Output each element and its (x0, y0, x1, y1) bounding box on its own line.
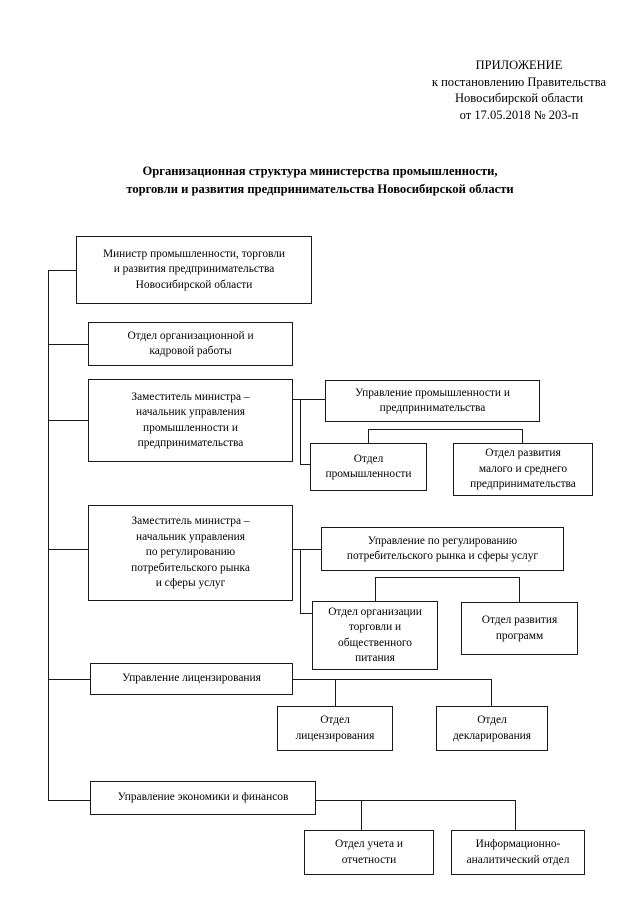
box-dir-industry-line-2: предпринимательства (379, 402, 486, 414)
box-minister-line-2: и развития предпринимательства (113, 263, 275, 276)
connector-drop-dept-sme (522, 429, 524, 443)
box-dept-accounting-line-1: Отдел учета и (334, 838, 404, 850)
connector-to-deputy-industry (48, 420, 88, 422)
box-dept-declaration-line-1: Отдел (477, 714, 507, 726)
box-dept-programs-line-2: программ (495, 629, 544, 642)
connector-drop-dept-licensing (335, 679, 337, 706)
box-deputy-market[interactable]: Заместитель министра – начальник управле… (88, 505, 293, 601)
header-line-4: от 17.05.2018 № 203-п (459, 107, 579, 122)
box-dept-industry[interactable]: Отдел промышленности (310, 443, 427, 491)
box-hr-dept[interactable]: Отдел организационной и кадровой работы (88, 322, 293, 366)
box-dept-sme-line-1: Отдел развития (485, 447, 561, 460)
box-dir-industry[interactable]: Управление промышленности и предпринимат… (325, 380, 540, 422)
connector-dir-market-bus (375, 577, 520, 579)
connector-deputy-market-spine (300, 549, 302, 614)
box-minister-line-3: Новосибирской области (135, 278, 253, 291)
connector-deputy-industry-spine (300, 399, 302, 465)
connector-drop-dept-industry (368, 429, 370, 443)
connector-drop-dept-trade (375, 577, 377, 602)
box-dept-declaration-line-2: декларирования (452, 729, 532, 742)
box-dir-economics[interactable]: Управление экономики и финансов (90, 781, 316, 815)
connector-dir-economics-bus (316, 800, 516, 802)
box-dir-licensing[interactable]: Управление лицензирования (90, 663, 293, 695)
box-dept-trade[interactable]: Отдел организации торговли и общественно… (312, 601, 438, 670)
box-deputy-industry-line-4: предпринимательства (137, 437, 244, 449)
box-dir-industry-line-1: Управление промышленности и (355, 386, 510, 399)
box-dir-market-line-2: потребительского рынка и сферы услуг (346, 550, 539, 562)
box-dept-infoanalytic-line-2: аналитический отдел (466, 853, 570, 866)
box-dept-licensing[interactable]: Отдел лицензирования (277, 706, 393, 751)
connector-to-dir-economics (48, 800, 90, 802)
box-dept-trade-line-3: общественного (338, 636, 412, 649)
box-dept-accounting[interactable]: Отдел учета и отчетности (304, 830, 434, 875)
document-header: ПРИЛОЖЕНИЕ к постановлению Правительства… (398, 57, 640, 123)
connector-drop-dept-infoanalytic (515, 800, 517, 830)
box-dept-sme-line-3: предпринимательства (470, 478, 576, 491)
box-dept-accounting-line-2: отчетности (341, 853, 397, 866)
box-dept-sme[interactable]: Отдел развития малого и среднего предпри… (453, 443, 593, 496)
connector-deputy-market-to-dept (300, 613, 312, 615)
box-dept-licensing-line-2: лицензирования (295, 729, 375, 742)
connector-drop-dept-programs (519, 577, 521, 602)
box-deputy-market-line-1: Заместитель министра – (131, 515, 250, 528)
connector-minister-stub (48, 270, 76, 272)
connector-dir-licensing-bus (293, 679, 492, 681)
box-hr-dept-line-1: Отдел организационной и (127, 329, 254, 342)
box-dept-sme-line-2: малого и среднего (478, 462, 568, 475)
box-dir-economics-line-1: Управление экономики и финансов (117, 791, 289, 804)
connector-to-hr-dept (48, 344, 88, 346)
box-dept-programs-line-1: Отдел развития (481, 614, 558, 626)
box-dir-market-line-1: Управление по регулированию (367, 534, 518, 547)
header-line-1: ПРИЛОЖЕНИЕ (475, 58, 563, 72)
box-dept-trade-line-1: Отдел организации (328, 605, 422, 618)
box-deputy-market-line-3: по регулированию (145, 546, 236, 559)
box-dir-market[interactable]: Управление по регулированию потребительс… (321, 527, 564, 571)
box-dir-licensing-line-1: Управление лицензирования (122, 672, 261, 685)
box-dept-trade-line-4: питания (355, 652, 395, 664)
page-title: Организационная структура министерства п… (70, 162, 570, 198)
box-deputy-market-line-2: начальник управления (136, 530, 245, 543)
header-line-2: к постановлению Правительства (431, 74, 607, 89)
box-minister-line-1: Министр промышленности, торговли (102, 247, 286, 260)
box-dept-infoanalytic-line-1: Информационно- (475, 838, 561, 850)
connector-dir-industry-bus (368, 429, 523, 431)
box-deputy-industry-line-3: промышленности и (143, 421, 238, 434)
box-dept-trade-line-2: торговли и (348, 621, 402, 633)
box-dept-industry-line-2: промышленности (325, 468, 412, 480)
box-minister[interactable]: Министр промышленности, торговли и разви… (76, 236, 312, 304)
connector-deputy-market-to-dir (293, 549, 321, 551)
connector-to-deputy-market (48, 549, 88, 551)
page-title-line-1: Организационная структура министерства п… (142, 164, 498, 178)
box-deputy-industry-line-2: начальник управления (136, 406, 245, 418)
box-hr-dept-line-2: кадровой работы (149, 345, 232, 357)
box-deputy-market-line-4: потребительского рынка (131, 561, 250, 574)
connector-to-dir-licensing (48, 679, 90, 681)
header-line-3: Новосибирской области (454, 91, 584, 105)
connector-drop-dept-declaration (491, 679, 493, 706)
box-dept-infoanalytic[interactable]: Информационно- аналитический отдел (451, 830, 585, 875)
box-dept-industry-line-1: Отдел (353, 452, 384, 465)
connector-deputy-industry-to-dir (293, 399, 325, 401)
box-deputy-industry[interactable]: Заместитель министра – начальник управле… (88, 379, 293, 462)
box-dept-licensing-line-1: Отдел (320, 714, 350, 726)
box-deputy-market-line-5: и сферы услуг (155, 577, 226, 590)
box-deputy-industry-line-1: Заместитель министра – (131, 390, 250, 403)
box-dept-declaration[interactable]: Отдел декларирования (436, 706, 548, 751)
box-dept-programs[interactable]: Отдел развития программ (461, 602, 578, 655)
page-title-line-2: торговли и развития предпринимательства … (126, 182, 514, 196)
connector-main-spine (48, 270, 50, 800)
connector-drop-dept-accounting (361, 800, 363, 830)
